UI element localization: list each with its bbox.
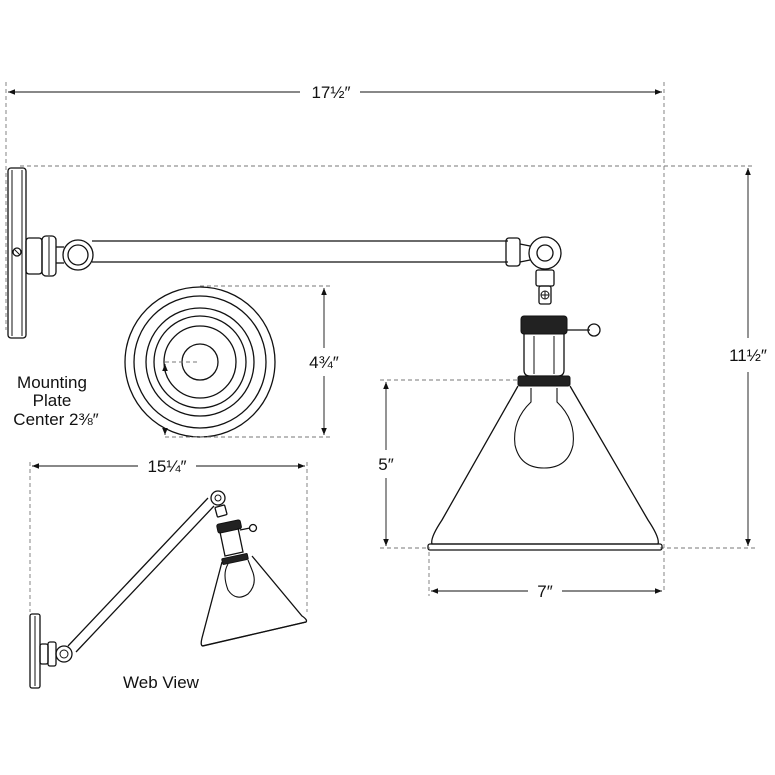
web-view-length-dimension: 15¼″ xyxy=(29,457,308,612)
shade-width-label: 7″ xyxy=(537,582,552,601)
shade-width-dimension: 7″ xyxy=(428,552,662,601)
overall-height-label: 11½″ xyxy=(729,346,767,365)
mounting-plate-center-dimension: Mounting Plate Center 2⅜″ xyxy=(13,361,200,438)
wall-plate-side xyxy=(7,167,27,339)
wall-plate-front xyxy=(124,286,276,438)
shade xyxy=(427,385,663,551)
shade-height-dimension: 5″ xyxy=(378,379,520,549)
socket xyxy=(517,315,601,387)
web-view-label: Web View xyxy=(123,673,200,692)
horizontal-arm xyxy=(92,237,531,267)
arm-knuckle xyxy=(25,235,94,277)
mounting-plate-label-line3: Center 2⅜″ xyxy=(13,410,98,429)
mounting-plate-label-line2: Plate xyxy=(33,391,72,410)
mounting-plate-label-line1: Mounting xyxy=(17,373,87,392)
web-view-sconce xyxy=(29,490,308,689)
plate-diameter-dimension: 4¾″ xyxy=(200,285,339,438)
shade-height-label: 5″ xyxy=(378,455,393,474)
swivel-joint xyxy=(528,236,562,305)
overall-length-dimension: 17½″ xyxy=(5,82,665,590)
overall-height-dimension: 11½″ xyxy=(20,165,767,549)
overall-length-label: 17½″ xyxy=(311,83,350,102)
bulb xyxy=(514,388,574,469)
web-view-length-label: 15¼″ xyxy=(147,457,186,476)
plate-diameter-label: 4¾″ xyxy=(309,353,339,372)
